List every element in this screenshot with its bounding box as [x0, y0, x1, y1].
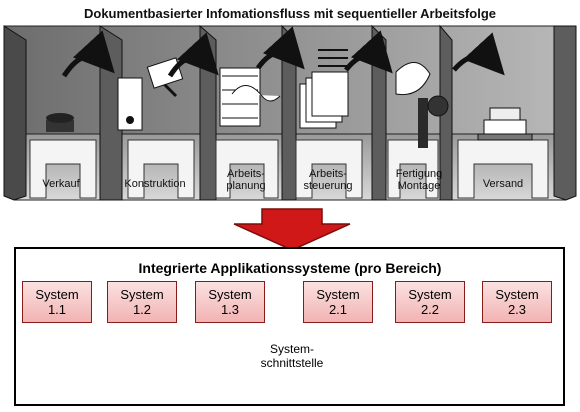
- document-binder-icon: [117, 57, 184, 131]
- database-db1-label: DB 1: [122, 366, 164, 386]
- system-box-2-2: System 2.2: [395, 281, 465, 323]
- integrated-systems-frame: [14, 247, 565, 406]
- system-interface-label: System- schnittstelle: [260, 342, 324, 370]
- system-number: 1.2: [132, 302, 152, 317]
- dept-label-konstruktion: Konstruktion: [124, 178, 186, 190]
- system-name: System: [495, 287, 539, 302]
- dept-label-versand: Versand: [482, 178, 524, 190]
- system-name: System: [408, 287, 452, 302]
- integrated-systems-title: Integrierte Applikationssysteme (pro Ber…: [138, 260, 442, 276]
- system-box-1-1: System 1.1: [22, 281, 92, 323]
- system-name: System: [316, 287, 360, 302]
- system-box-1-3: System 1.3: [195, 281, 265, 323]
- dept-label-arbeitsplanung: Arbeits- planung: [226, 168, 266, 192]
- transition-arrow: [233, 208, 351, 251]
- partitions: [3, 24, 577, 201]
- dept-label-fertigung-montage: Fertigung Montage: [395, 168, 443, 192]
- system-number: 1.1: [47, 302, 67, 317]
- telephone-icon: [46, 113, 74, 132]
- system-box-2-1: System 2.1: [303, 281, 373, 323]
- system-number: 2.1: [328, 302, 348, 317]
- dept-label-arbeitssteuerung: Arbeits- steuerung: [303, 168, 353, 192]
- system-number: 1.3: [220, 302, 240, 317]
- database-db2-label: DB 2: [410, 366, 452, 386]
- pallet-boxes-icon: [477, 107, 533, 141]
- system-name: System: [120, 287, 164, 302]
- desks: [29, 139, 549, 199]
- machine-icon: [395, 62, 449, 148]
- system-number: 2.3: [507, 302, 527, 317]
- flow-arrows: [61, 26, 505, 78]
- system-box-1-2: System 1.2: [107, 281, 177, 323]
- system-number: 2.2: [420, 302, 440, 317]
- document-stack-icon: [299, 49, 349, 129]
- system-name: System: [208, 287, 252, 302]
- dept-label-verkauf: Verkauf: [42, 178, 80, 190]
- system-name: System: [35, 287, 79, 302]
- diagram-title: Dokumentbasierter Infomationsfluss mit s…: [84, 6, 496, 21]
- shelf-files-icon: [219, 67, 281, 127]
- system-box-2-3: System 2.3: [482, 281, 552, 323]
